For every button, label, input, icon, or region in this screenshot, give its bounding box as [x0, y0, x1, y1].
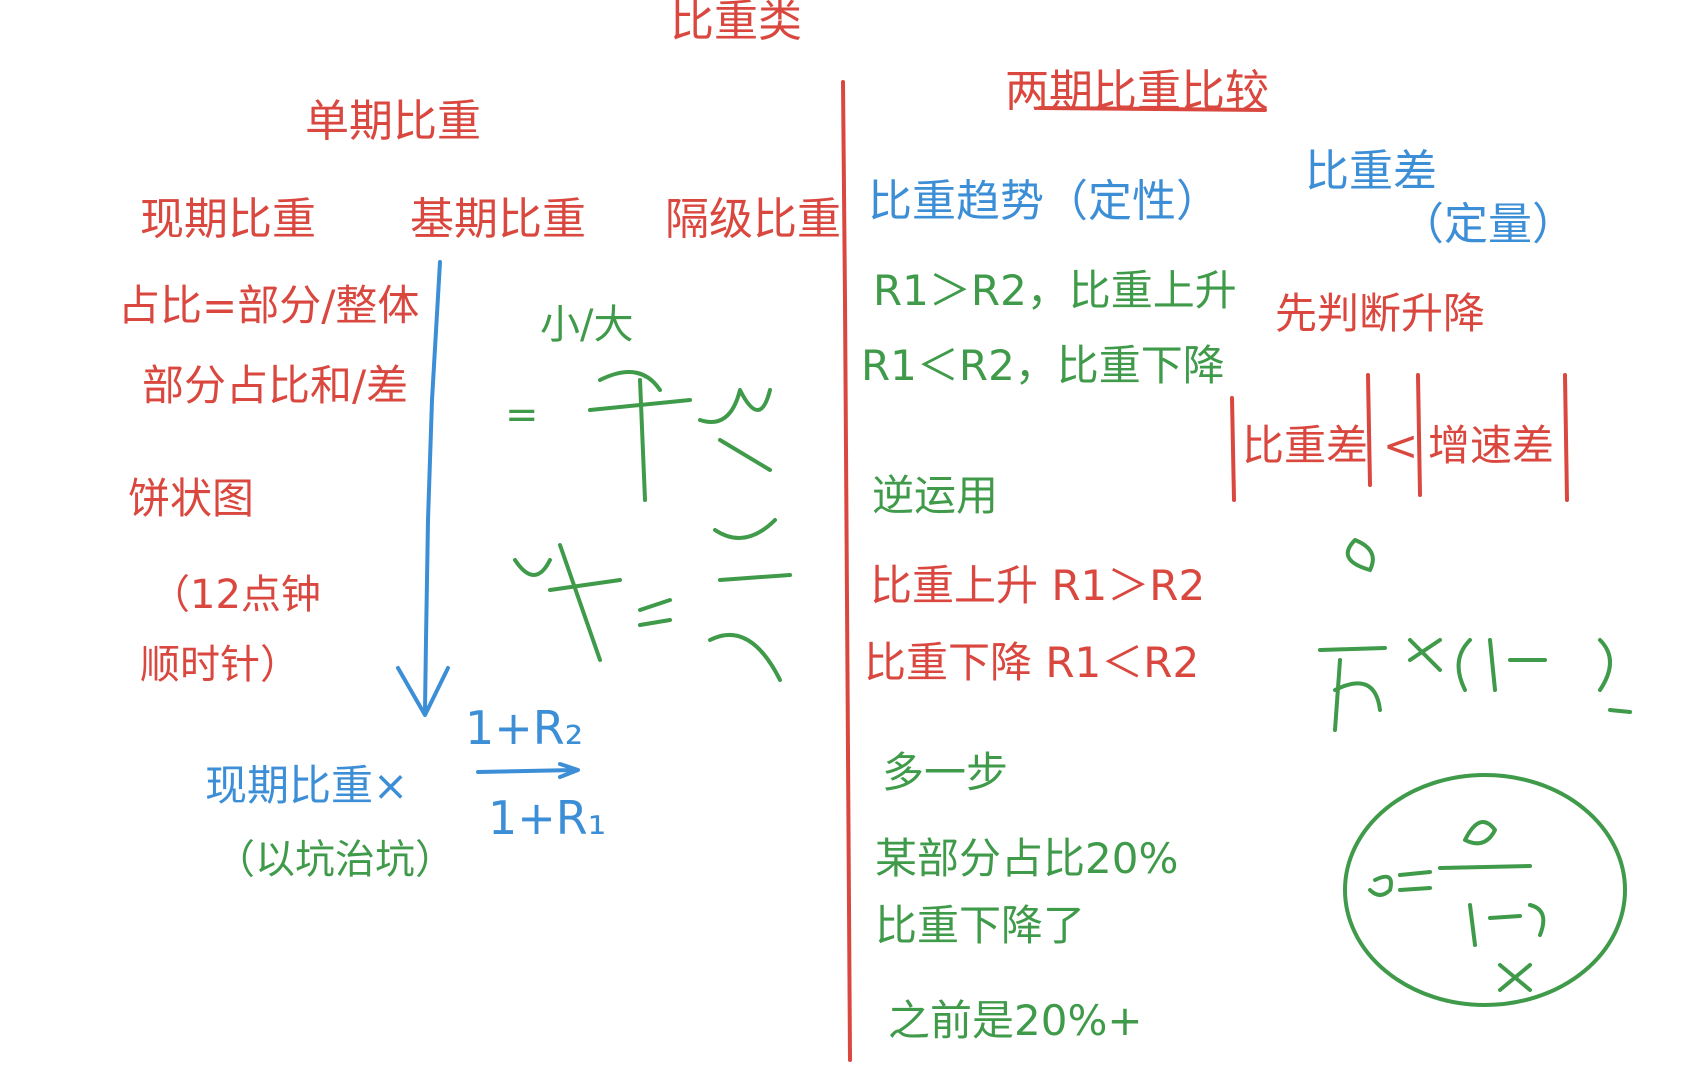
compare-bar-mid1	[1366, 373, 1372, 487]
sum-diff-formula: 部分占比和/差	[142, 361, 409, 410]
scribble-part-eq	[513, 518, 792, 682]
scribble-part-over-whole	[588, 370, 772, 502]
heading-underline	[1038, 106, 1267, 112]
example-line-3: 之前是20%+	[888, 996, 1143, 1045]
trend-heading: 比重趋势（定性）	[868, 176, 1220, 227]
fraction-bar	[476, 762, 580, 779]
clock-note-1: （12点钟	[150, 572, 321, 618]
base-formula: 现期比重×	[205, 761, 409, 810]
circle-formula	[1343, 773, 1627, 1007]
extra-step-heading: 多一步	[882, 748, 1009, 797]
diff-heading: 比重差	[1305, 146, 1437, 197]
clock-note-2: 顺时针）	[140, 642, 300, 688]
rule-rise: R1＞R2，比重上升	[873, 266, 1237, 315]
pit-note: （以坑治坑）	[215, 837, 455, 883]
compare-operator: <	[1383, 421, 1419, 470]
judge-first-note: 先判断升降	[1275, 289, 1486, 338]
compare-bar-right	[1563, 373, 1569, 502]
equals-sign: =	[505, 392, 539, 438]
proportion-formula: 占比=部分/整体	[118, 281, 420, 330]
cross-ratio-label: 隔级比重	[665, 194, 841, 245]
small-big-note: 小/大	[540, 302, 634, 348]
reverse-use-heading: 逆运用	[872, 471, 999, 520]
reverse-fall: 比重下降 R1＜R2	[864, 638, 1200, 687]
example-line-1: 某部分占比20%	[875, 834, 1179, 883]
divider-line	[841, 80, 852, 1062]
blue-arrow	[396, 260, 450, 717]
single-period-heading: 单期比重	[305, 96, 481, 147]
compare-bar-mid2	[1416, 373, 1422, 497]
base-ratio-label: 基期比重	[410, 194, 586, 245]
fraction-bottom: 1+R₁	[488, 791, 607, 845]
current-ratio-label: 现期比重	[140, 194, 316, 245]
reverse-rise: 比重上升 R1＞R2	[870, 561, 1206, 610]
rule-fall: R1＜R2，比重下降	[861, 341, 1225, 390]
pie-chart-note: 饼状图	[128, 474, 255, 523]
two-period-heading: 两期比重比较	[1005, 66, 1269, 117]
page-title: 比重类	[670, 0, 802, 47]
scribble-formula-a	[1318, 538, 1632, 732]
compare-right-label: 增速差	[1428, 421, 1555, 470]
compare-bar-left	[1230, 396, 1236, 502]
circle-formula-ink	[1368, 820, 1546, 992]
fraction-top: 1+R₂	[465, 701, 584, 755]
diff-subheading: （定量）	[1400, 199, 1576, 250]
example-line-2: 比重下降了	[875, 901, 1086, 950]
compare-left-label: 比重差	[1242, 421, 1369, 470]
